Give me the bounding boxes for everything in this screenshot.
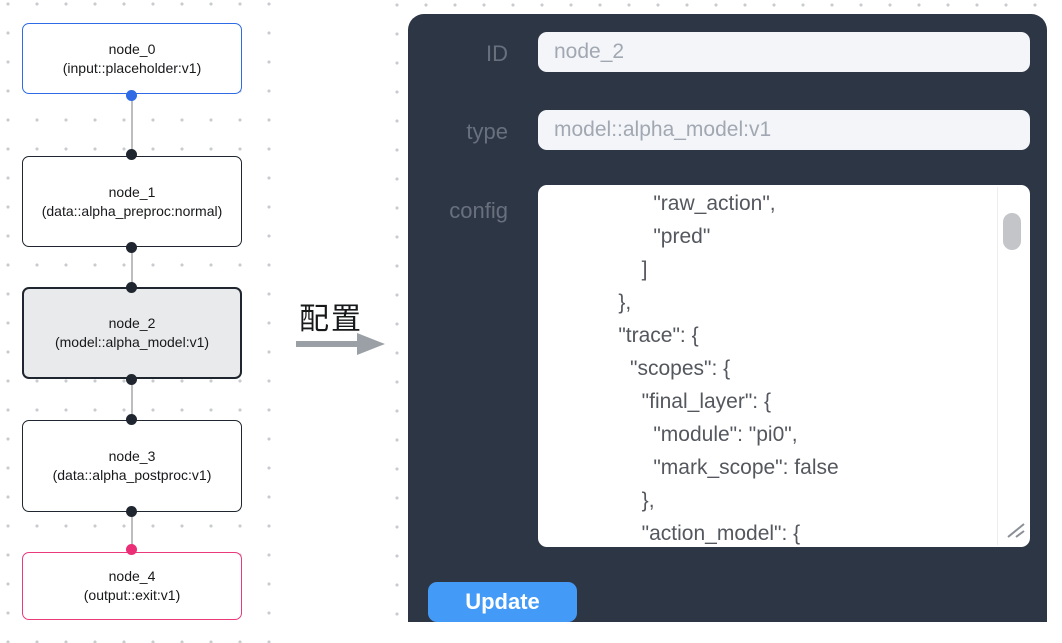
port-node4-in[interactable] <box>126 544 137 555</box>
config-textarea[interactable]: "raw_action", "pred" ] }, "trace": { "sc… <box>538 185 1030 547</box>
node-type: (data::alpha_postproc:v1) <box>52 467 212 483</box>
config-json-text: "raw_action", "pred" ] }, "trace": { "sc… <box>618 192 839 545</box>
config-field-label: config <box>449 198 508 223</box>
flow-node-node_4[interactable]: node_4 (output::exit:v1) <box>22 552 242 620</box>
config-annotation-label: 配置 <box>299 303 363 336</box>
port-node1-in[interactable] <box>126 149 137 160</box>
port-node0-out[interactable] <box>126 90 137 101</box>
config-scrollbar-track[interactable] <box>997 187 1030 545</box>
node-type: (data::alpha_preproc:normal) <box>41 202 223 219</box>
flow-node-node_1[interactable]: node_1 (data::alpha_preproc:normal) <box>22 156 242 247</box>
node-name: node_4 <box>108 568 156 584</box>
node-config-panel: ID type config "raw_action", "pred" ] },… <box>408 14 1047 622</box>
edge-node3-node4 <box>131 512 133 550</box>
node-name: node_2 <box>108 315 156 331</box>
port-node3-in[interactable] <box>126 414 137 425</box>
node-name: node_0 <box>108 40 156 57</box>
flow-node-node_0[interactable]: node_0 (input::placeholder:v1) <box>22 23 242 94</box>
config-scrollbar-thumb[interactable] <box>1003 213 1021 250</box>
port-node2-out[interactable] <box>126 374 137 385</box>
type-input[interactable] <box>538 110 1030 150</box>
port-node3-out[interactable] <box>126 506 137 517</box>
node-name: node_3 <box>108 448 156 464</box>
resize-handle-icon[interactable] <box>1005 520 1027 545</box>
port-node2-in[interactable] <box>126 282 137 293</box>
edge-node1-node2 <box>131 248 133 288</box>
flow-node-node_2-selected[interactable]: node_2 (model::alpha_model:v1) <box>22 287 242 379</box>
type-field-label: type <box>466 119 508 144</box>
edge-node0-node1 <box>131 96 133 155</box>
flow-node-node_3[interactable]: node_3 (data::alpha_postproc:v1) <box>22 420 242 512</box>
node-type: (input::placeholder:v1) <box>62 59 202 76</box>
id-input[interactable] <box>538 32 1030 72</box>
flow-canvas[interactable]: node_0 (input::placeholder:v1) node_1 (d… <box>0 0 283 643</box>
node-type: (model::alpha_model:v1) <box>54 334 210 350</box>
port-node1-out[interactable] <box>126 242 137 253</box>
node-type: (output::exit:v1) <box>83 587 181 603</box>
update-button[interactable]: Update <box>428 582 577 622</box>
edge-node2-node3 <box>131 380 133 420</box>
right-arrow-icon <box>295 331 387 362</box>
id-field-label: ID <box>486 41 508 66</box>
node-name: node_1 <box>108 183 156 200</box>
